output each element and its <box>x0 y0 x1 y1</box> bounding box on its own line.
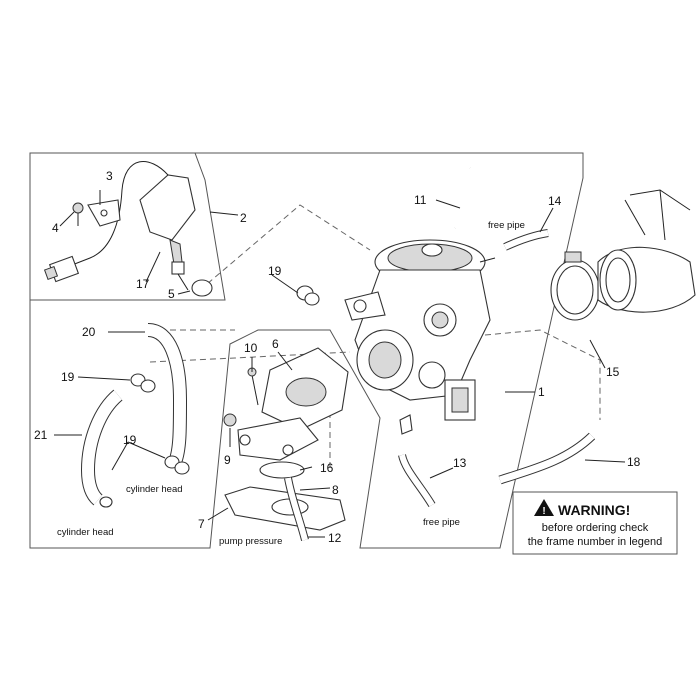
o-ring <box>259 461 305 479</box>
warning-line-1: before ordering check <box>542 522 649 534</box>
callout-5: 5 <box>168 287 175 301</box>
callout-16: 16 <box>320 461 334 475</box>
callout-2: 2 <box>240 211 247 225</box>
callout-18: 18 <box>627 455 641 469</box>
hose <box>81 390 123 505</box>
cylinder-head-label: cylinder head <box>126 484 183 495</box>
hose-clip <box>164 455 190 475</box>
intake-elbow <box>237 347 349 461</box>
cylinder-head-label: cylinder head <box>57 527 114 538</box>
callout-15: 15 <box>606 365 620 379</box>
free-pipe-hose <box>399 454 435 507</box>
diagram-frame <box>29 152 584 549</box>
sensor-group-frame <box>30 152 226 301</box>
throttle-sensor <box>71 161 196 291</box>
free-pipe-label: free pipe <box>488 220 525 231</box>
callout-19: 19 <box>61 370 75 384</box>
nut <box>223 413 237 427</box>
screw <box>72 202 84 226</box>
hose-clamp <box>550 251 600 321</box>
pump-pressure-hose <box>285 477 308 541</box>
callout-10: 10 <box>244 341 258 355</box>
pump-pressure-label: pump pressure <box>219 536 282 547</box>
free-pipe-label: free pipe <box>423 517 460 528</box>
warning-box: ! WARNING! before ordering check the fra… <box>512 491 678 555</box>
o-ring <box>191 279 213 297</box>
guide-line <box>199 204 371 291</box>
callout-13: 13 <box>453 456 467 470</box>
callout-21: 21 <box>34 428 48 442</box>
hose <box>147 324 187 465</box>
warning-line-2: the frame number in legend <box>528 536 663 548</box>
callout-9: 9 <box>224 453 231 467</box>
callout-1: 1 <box>538 385 545 399</box>
intake-manifold <box>597 189 696 313</box>
hose <box>498 433 595 484</box>
callout-12: 12 <box>328 531 342 545</box>
hose-clip <box>130 373 156 393</box>
callout-17: 17 <box>136 277 150 291</box>
callout-6: 6 <box>272 337 279 351</box>
free-pipe-hose <box>503 230 549 250</box>
callout-4: 4 <box>52 221 59 235</box>
warning-title: WARNING! <box>558 502 630 518</box>
callout-14: 14 <box>548 194 562 208</box>
hose-clip <box>99 496 113 508</box>
callout-19: 19 <box>123 433 137 447</box>
guide-line <box>484 329 601 420</box>
sensor-bracket <box>87 199 121 227</box>
carburettor <box>344 239 496 435</box>
callout-8: 8 <box>332 483 339 497</box>
hose <box>452 166 477 230</box>
warning-icon <box>534 499 554 516</box>
bolt <box>247 367 259 406</box>
callout-11: 11 <box>414 193 427 207</box>
connector-plug <box>43 255 80 283</box>
hose-clip <box>296 285 320 306</box>
callout-19: 19 <box>268 264 282 278</box>
callout-20: 20 <box>82 325 96 339</box>
svg-text:!: ! <box>542 506 545 517</box>
leader-lines <box>54 190 626 538</box>
callout-3: 3 <box>106 169 113 183</box>
callout-7: 7 <box>198 517 205 531</box>
